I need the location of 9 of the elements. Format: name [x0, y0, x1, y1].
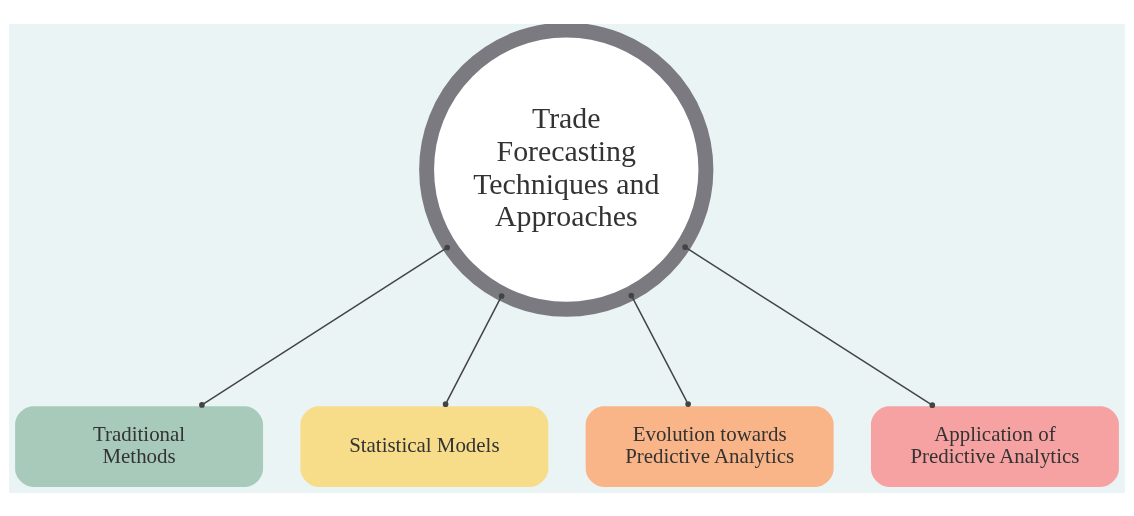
connector [442, 292, 505, 407]
node-box: Statistical Models [300, 405, 549, 487]
connector [682, 243, 936, 408]
connector [628, 292, 691, 407]
node-box: Traditional Methods [15, 405, 264, 487]
node-circle: Trade Forecasting Techniques and Approaches [419, 23, 714, 317]
connector [199, 244, 451, 408]
node-box: Application of Predictive Analytics [870, 405, 1119, 487]
node-box: Evolution towards Predictive Analytics [585, 405, 834, 487]
